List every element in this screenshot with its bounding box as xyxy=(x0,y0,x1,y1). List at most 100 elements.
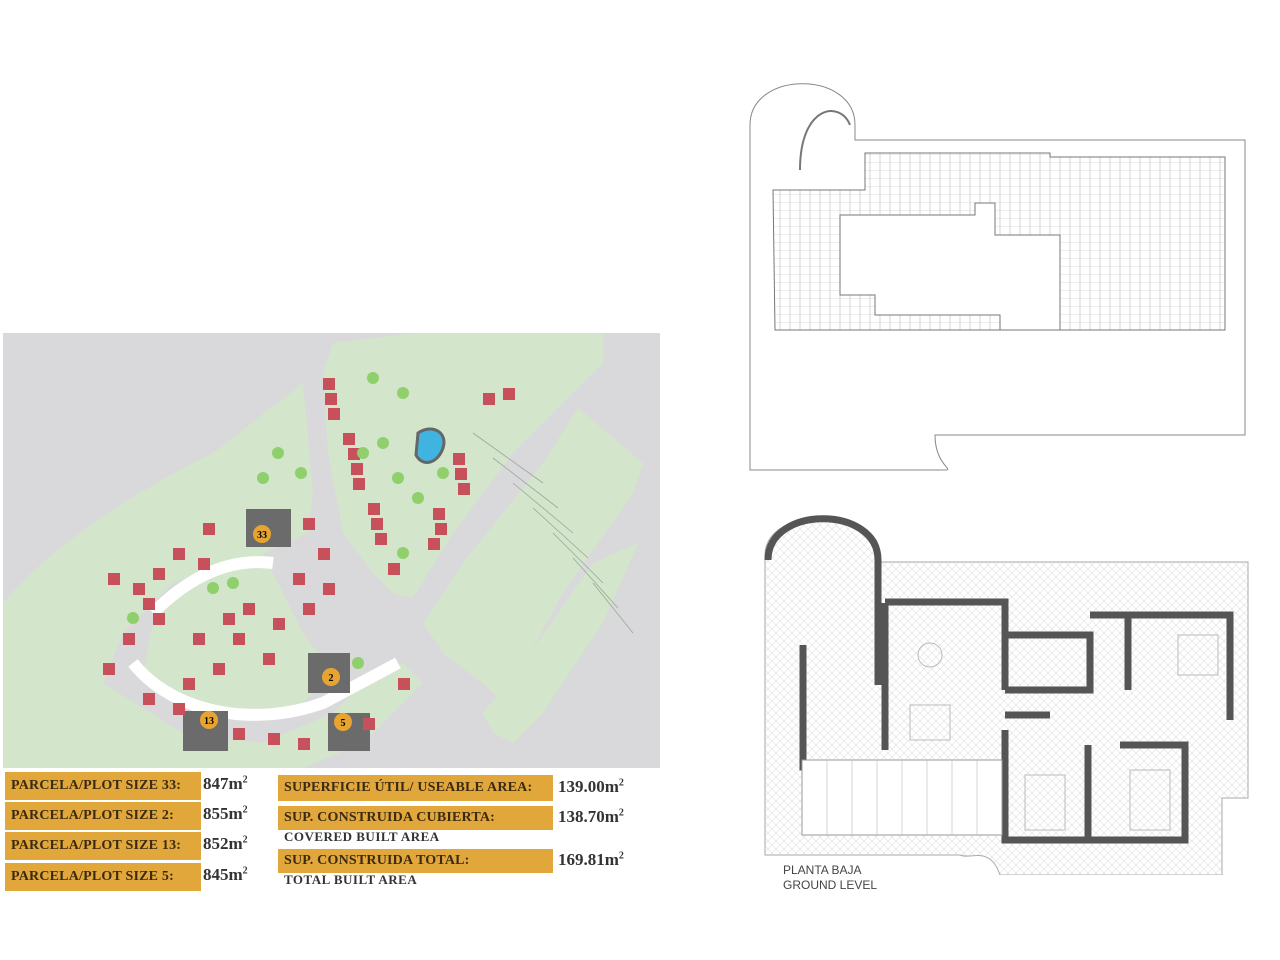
house xyxy=(363,718,375,730)
area-label: SUP. CONSTRUIDA TOTAL: xyxy=(278,849,553,873)
roof-plan-drawing xyxy=(749,83,1246,471)
house xyxy=(453,453,465,465)
tree xyxy=(352,657,364,669)
trees xyxy=(127,372,449,669)
tree xyxy=(127,612,139,624)
house xyxy=(103,663,115,675)
house xyxy=(133,583,145,595)
house xyxy=(203,523,215,535)
house xyxy=(398,678,410,690)
pool xyxy=(414,427,446,464)
house xyxy=(433,508,445,520)
plot-size-value: 852m2 xyxy=(203,834,248,853)
house xyxy=(348,448,360,460)
house xyxy=(303,518,315,530)
house xyxy=(123,633,135,645)
plot-marker-33: 33 xyxy=(253,525,271,543)
house xyxy=(503,388,515,400)
plot-size-label: PARCELA/PLOT SIZE 33: xyxy=(5,772,201,800)
house xyxy=(173,548,185,560)
plot-boundaries xyxy=(472,432,634,634)
house xyxy=(198,558,210,570)
svg-text:13: 13 xyxy=(204,716,214,727)
ground-plan-caption: PLANTA BAJA GROUND LEVEL xyxy=(783,863,877,893)
house xyxy=(323,583,335,595)
plot-boundary xyxy=(592,582,634,634)
house xyxy=(455,468,467,480)
plot-boundary xyxy=(572,557,619,609)
house xyxy=(173,703,185,715)
area-value: 169.81m2 xyxy=(558,850,624,869)
plot-boundary xyxy=(472,432,544,484)
house xyxy=(143,693,155,705)
plot-size-value: 847m2 xyxy=(203,774,248,793)
tree xyxy=(227,577,239,589)
svg-text:5: 5 xyxy=(341,718,346,729)
plot-marker-2: 2 xyxy=(322,668,340,686)
house xyxy=(375,533,387,545)
house xyxy=(273,618,285,630)
tree xyxy=(437,467,449,479)
tree xyxy=(272,447,284,459)
house xyxy=(458,483,470,495)
ground-plan-drawing xyxy=(764,515,1249,875)
plot-size-value: 855m2 xyxy=(203,804,248,823)
green-plots xyxy=(3,333,643,768)
house xyxy=(368,503,380,515)
house xyxy=(293,573,305,585)
tree xyxy=(357,447,369,459)
tree xyxy=(397,387,409,399)
tree xyxy=(207,582,219,594)
plot-size-value: 845m2 xyxy=(203,865,248,884)
house xyxy=(153,613,165,625)
house xyxy=(371,518,383,530)
plot-marker-13: 13 xyxy=(200,711,218,729)
tree xyxy=(377,437,389,449)
house xyxy=(233,633,245,645)
area-sublabel: TOTAL BUILT AREA xyxy=(284,872,418,887)
plot-boundary xyxy=(552,532,604,584)
house xyxy=(263,653,275,665)
plot-boundary xyxy=(492,457,559,509)
house xyxy=(483,393,495,405)
house xyxy=(193,633,205,645)
house xyxy=(303,603,315,615)
house xyxy=(233,728,245,740)
house xyxy=(213,663,225,675)
area-value: 138.70m2 xyxy=(558,807,624,826)
caption-english: GROUND LEVEL xyxy=(783,878,878,892)
house xyxy=(328,408,340,420)
house xyxy=(223,613,235,625)
house xyxy=(108,573,120,585)
house xyxy=(318,548,330,560)
houses xyxy=(103,378,515,750)
tree xyxy=(397,547,409,559)
house xyxy=(343,433,355,445)
area-value: 139.00m2 xyxy=(558,777,624,796)
area-sublabel: COVERED BUILT AREA xyxy=(284,829,440,844)
house xyxy=(353,478,365,490)
house xyxy=(351,463,363,475)
house xyxy=(298,738,310,750)
house xyxy=(243,603,255,615)
caption-spanish: PLANTA BAJA xyxy=(783,863,862,877)
house xyxy=(435,523,447,535)
house xyxy=(325,393,337,405)
house xyxy=(143,598,155,610)
tree xyxy=(295,467,307,479)
site-plan-map: 33 2 13 5 xyxy=(3,333,660,768)
house xyxy=(183,678,195,690)
plot-boundary xyxy=(532,507,589,559)
svg-text:2: 2 xyxy=(329,673,334,684)
house xyxy=(323,378,335,390)
tree xyxy=(412,492,424,504)
plot-marker-5: 5 xyxy=(334,713,352,731)
plot-size-label: PARCELA/PLOT SIZE 2: xyxy=(5,802,201,830)
plot-size-label: PARCELA/PLOT SIZE 5: xyxy=(5,863,201,891)
tree xyxy=(257,472,269,484)
plot-size-label: PARCELA/PLOT SIZE 13: xyxy=(5,832,201,860)
house xyxy=(388,563,400,575)
tree xyxy=(367,372,379,384)
area-label: SUP. CONSTRUIDA CUBIERTA: xyxy=(278,806,553,830)
house xyxy=(153,568,165,580)
